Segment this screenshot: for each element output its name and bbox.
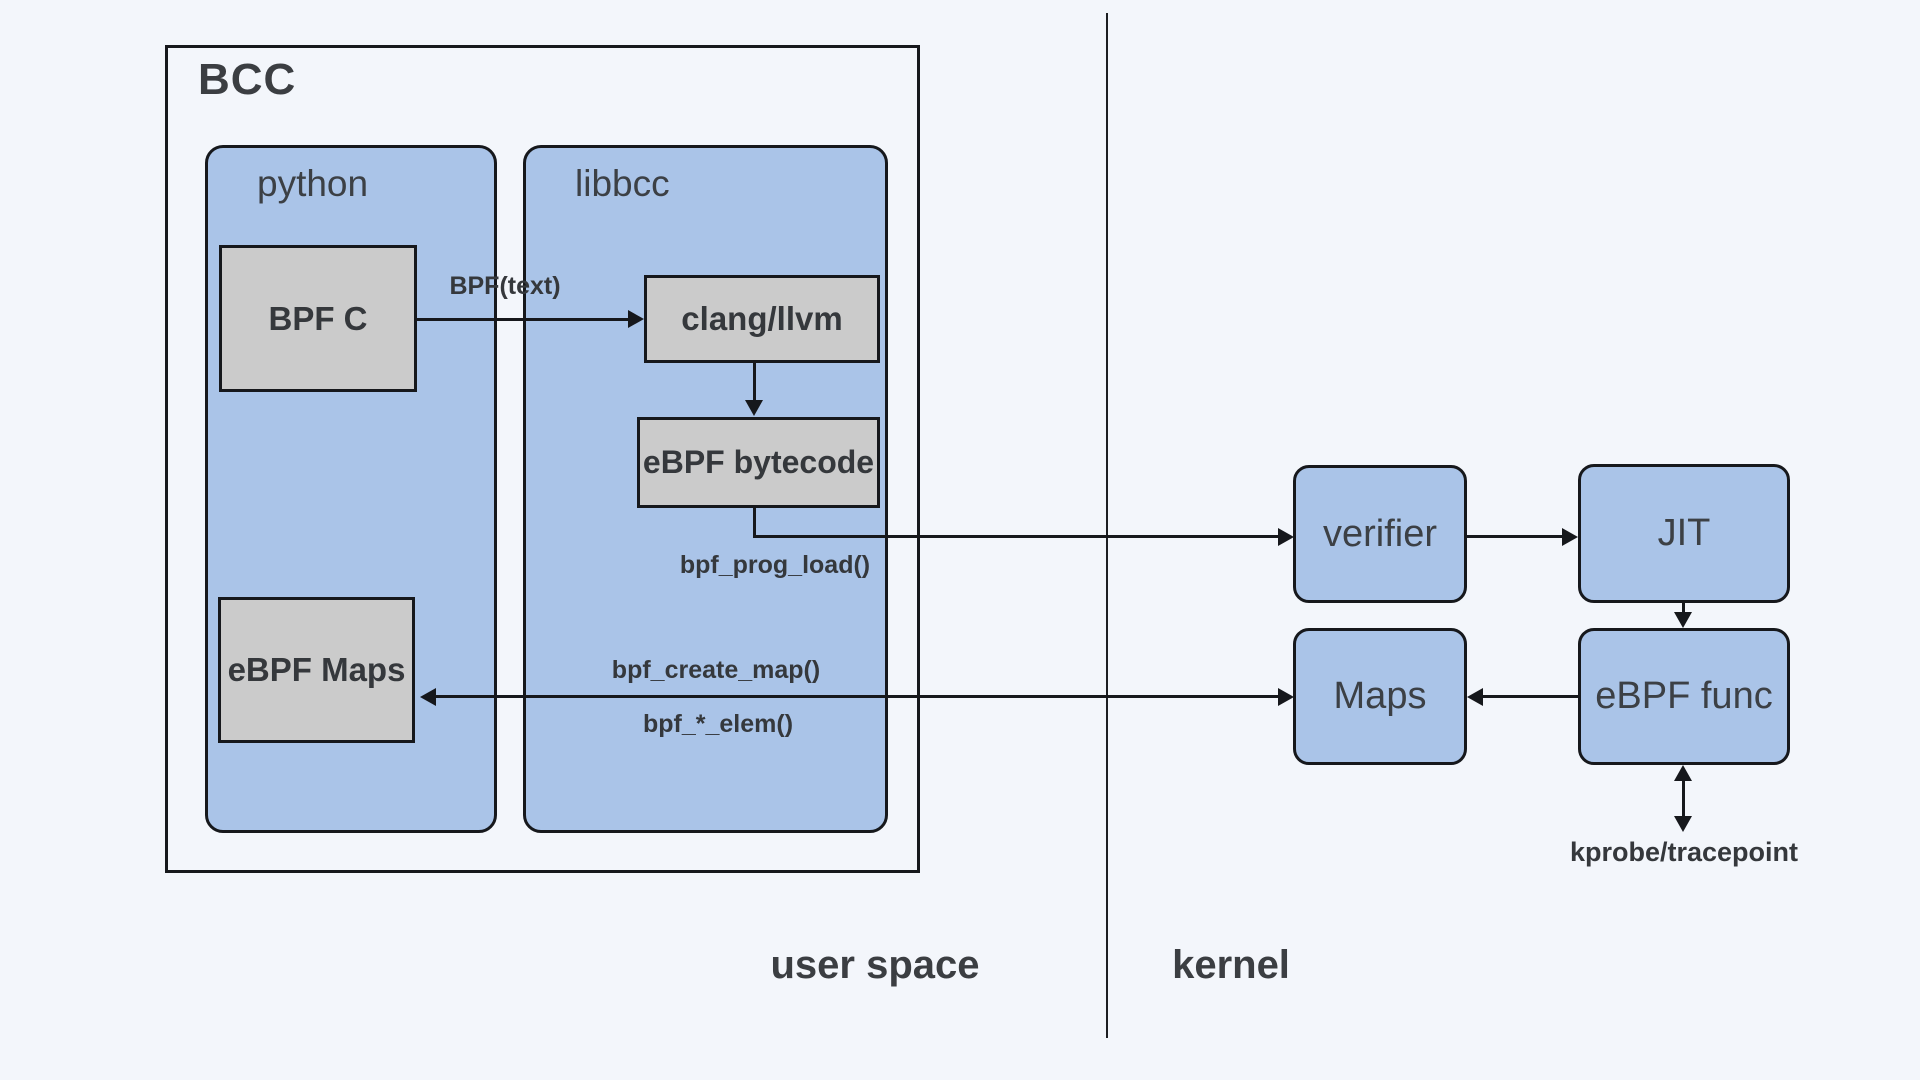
arrow-kprobe-line bbox=[1682, 779, 1685, 818]
arrow-maps-line bbox=[434, 695, 1280, 698]
arrow-func-maps-line bbox=[1481, 695, 1578, 698]
kernel-label: kernel bbox=[1172, 943, 1290, 987]
arrowhead-down-icon bbox=[1674, 612, 1692, 628]
jit-label: JIT bbox=[1657, 512, 1711, 554]
arrow-bpf-text-line bbox=[417, 318, 630, 321]
user-kernel-divider bbox=[1106, 13, 1108, 1038]
ebpf-func-box: eBPF func bbox=[1578, 628, 1790, 765]
clang-llvm-box: clang/llvm bbox=[644, 275, 880, 363]
clang-llvm-label: clang/llvm bbox=[681, 300, 843, 337]
arrow-prog-load-stub bbox=[753, 508, 756, 538]
libbcc-label: libbcc bbox=[575, 163, 670, 204]
bpf-prog-load-label: bpf_prog_load() bbox=[679, 551, 871, 579]
ebpf-maps-box: eBPF Maps bbox=[218, 597, 415, 743]
arrowhead-up-icon bbox=[1674, 765, 1692, 781]
bcc-container-box bbox=[165, 45, 920, 873]
arrowhead-down-icon bbox=[1674, 816, 1692, 832]
user-space-label: user space bbox=[770, 943, 980, 987]
python-label: python bbox=[257, 163, 369, 204]
arrowhead-right-icon bbox=[1278, 688, 1294, 706]
ebpf-bytecode-box: eBPF bytecode bbox=[637, 417, 880, 508]
bcc-label: BCC bbox=[198, 55, 297, 104]
arrowhead-right-icon bbox=[1562, 528, 1578, 546]
arrowhead-right-icon bbox=[628, 310, 644, 328]
maps-label: Maps bbox=[1333, 675, 1427, 717]
arrow-jit-func-line bbox=[1682, 603, 1685, 615]
ebpf-func-label: eBPF func bbox=[1595, 675, 1773, 717]
bpf-c-box: BPF C bbox=[219, 245, 417, 392]
arrow-prog-load-line bbox=[753, 535, 1280, 538]
verifier-label: verifier bbox=[1322, 512, 1438, 555]
arrow-verifier-jit-line bbox=[1467, 535, 1564, 538]
ebpf-bytecode-label: eBPF bytecode bbox=[642, 444, 875, 480]
bpf-c-label: BPF C bbox=[268, 299, 368, 337]
arrowhead-left-icon bbox=[420, 688, 436, 706]
arrowhead-down-icon bbox=[745, 400, 763, 416]
verifier-box: verifier bbox=[1293, 465, 1467, 603]
bpf-text-label: BPF(text) bbox=[449, 272, 561, 300]
ebpf-maps-label: eBPF Maps bbox=[227, 651, 406, 688]
arrowhead-right-icon bbox=[1278, 528, 1294, 546]
kprobe-tracepoint-label: kprobe/tracepoint bbox=[1569, 837, 1799, 867]
bpf-star-elem-label: bpf_*_elem() bbox=[642, 710, 794, 738]
arrow-clang-bytecode-line bbox=[753, 363, 756, 402]
jit-box: JIT bbox=[1578, 464, 1790, 603]
bpf-create-map-label: bpf_create_map() bbox=[611, 656, 821, 684]
maps-box: Maps bbox=[1293, 628, 1467, 765]
arrowhead-left-icon bbox=[1467, 688, 1483, 706]
